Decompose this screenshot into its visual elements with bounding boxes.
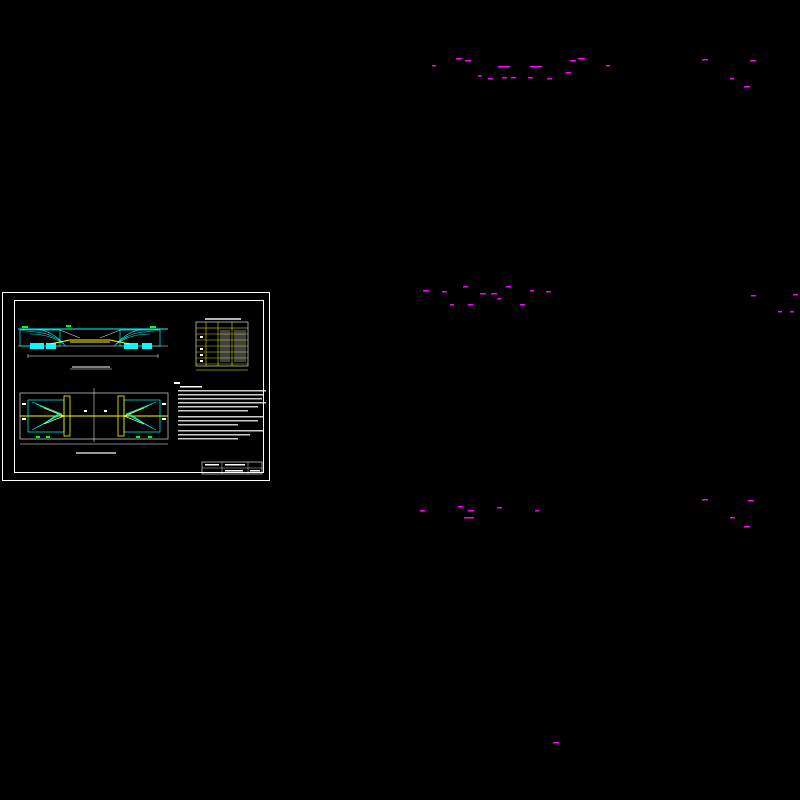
magenta-annotations (420, 58, 798, 744)
right-footing (124, 343, 138, 349)
right-abutment (119, 329, 161, 347)
quantity-table (195, 318, 249, 371)
elevation-view (18, 325, 168, 370)
left-footing (30, 343, 44, 349)
title-block (201, 461, 263, 475)
drawing-sheet-outer-frame (2, 292, 270, 481)
culvert-profile (49, 339, 131, 345)
plan-caption-line (76, 452, 116, 454)
plan-view (19, 388, 169, 454)
notes-block (174, 382, 266, 440)
drawing-sheet-inner-frame (14, 300, 264, 473)
right-footing-2 (142, 343, 152, 349)
left-footing-2 (46, 343, 56, 349)
drawing-sheet[interactable] (2, 292, 270, 481)
